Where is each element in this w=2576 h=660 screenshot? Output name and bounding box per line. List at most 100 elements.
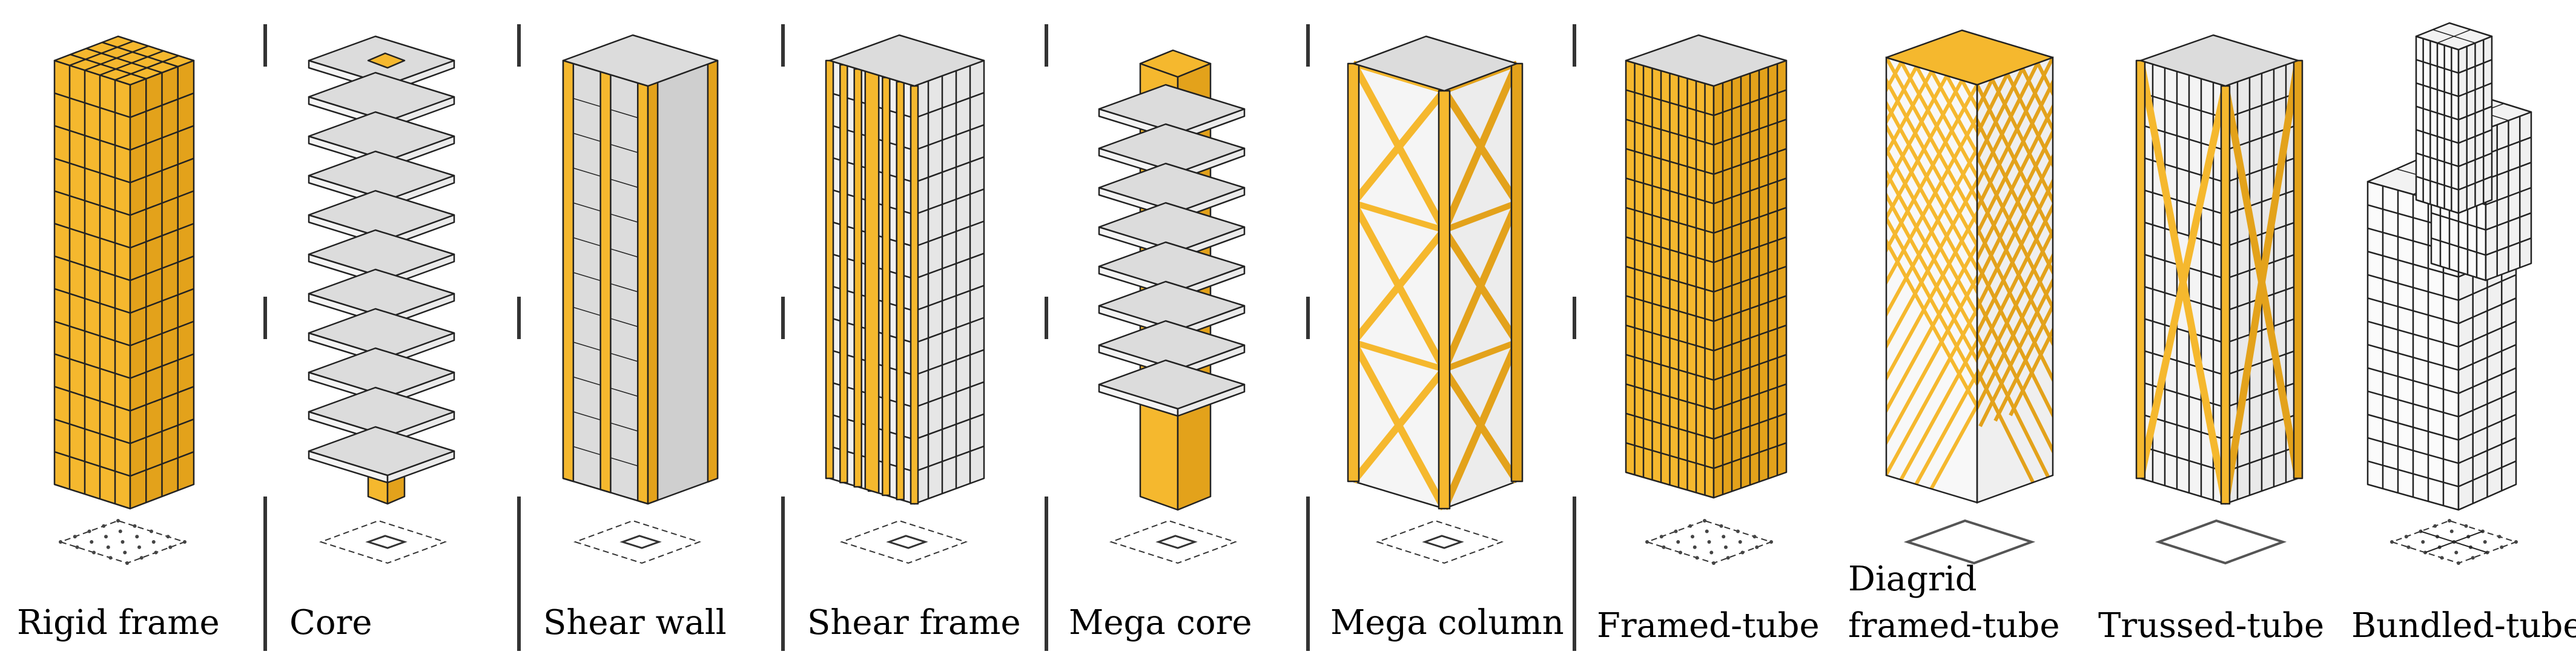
bundled-tube-right-face-beam (2458, 437, 2517, 464)
diagrid-member (1886, 84, 1977, 503)
plan-column-dot (123, 550, 127, 555)
mega-column-brace (1441, 340, 1521, 510)
framed-tube-right-face-beam (1713, 383, 1787, 411)
framed-tube-left-face-beam (1625, 442, 1714, 469)
plan-column-dot (1695, 556, 1699, 560)
rigid-frame-roof-grid (102, 41, 179, 68)
mega-column-brace (1441, 201, 1521, 371)
mega-core-floor-slab (1098, 162, 1246, 213)
plan-column-dot (2448, 519, 2451, 523)
mega-core-floor-slab (1098, 202, 1246, 252)
mega-core-floor-slab (1098, 359, 1246, 410)
shear-wall-panel (707, 59, 719, 483)
mega-column-corner (1438, 90, 1451, 510)
shear-frame-column (896, 81, 905, 501)
bundled-tube-left-face-beam (2367, 414, 2459, 441)
diagrid-member (1977, 111, 2053, 503)
plan-column-dot (1755, 545, 1759, 549)
diagrid-member (1993, 58, 2053, 422)
plan-column-dot (137, 545, 141, 549)
shear-wall-panel (562, 59, 575, 483)
plan-column-dot (1709, 550, 1714, 555)
framed-tube-left-face-beam (1625, 354, 1714, 381)
diagrid-member (1886, 107, 1977, 503)
framed-tube-right-face-beam (1713, 295, 1787, 322)
plan-core (1422, 535, 1464, 549)
framed-tube-right-face-beam (1713, 177, 1787, 205)
plan-column-dot (2464, 524, 2468, 528)
bundled-tube-left-face-beam (2367, 437, 2459, 464)
shear-frame-right-face-beam (914, 156, 985, 183)
shear-frame-column (825, 59, 834, 480)
rigid-frame-right-face-beam (130, 288, 194, 314)
diagrid-member (1977, 116, 2053, 503)
plan-column-dot (1679, 550, 1682, 555)
plan-column-dot (2454, 550, 2459, 555)
trussed-tube-right-face-beam (2225, 156, 2299, 183)
plan-column-dot (2457, 561, 2460, 565)
rigid-frame-right-face-beam (130, 125, 194, 151)
mega-column-belt (1443, 339, 1518, 372)
diagrid-member (1977, 58, 2053, 477)
bundled-tube-right-face-beam (2485, 186, 2532, 206)
plan-column-dot (92, 550, 96, 555)
framed-tube-right-face-beam (1713, 354, 1787, 381)
plan-column-dot (1688, 524, 1693, 528)
rigid-frame-roof-grid (70, 53, 147, 80)
plan-core-outline (365, 535, 408, 549)
framed-tube-right-face-beam (1713, 442, 1787, 469)
framed-tube-left-face-beam (1625, 148, 1714, 175)
plan-column-dot (2406, 545, 2411, 549)
diagrid-member (1886, 125, 1977, 503)
core-floor-slab (308, 150, 455, 201)
bundled-tube-right-face-beam (2458, 391, 2517, 418)
plan-column-dot (1659, 535, 1663, 539)
shear-frame-core-wall (864, 70, 880, 494)
plan-column-dot (102, 524, 106, 528)
bundled-tube-left-face-beam (2431, 237, 2486, 256)
plan-column-dot (135, 535, 139, 539)
plan-mega-core (1109, 520, 1238, 564)
rigid-frame-right-face-beam (130, 157, 194, 183)
trussed-tube-left-face-beam (2140, 91, 2226, 119)
trussed-tube-right-face-beam (2225, 220, 2299, 248)
plan-column-dot (2404, 535, 2408, 539)
rigid-frame-left-face-beam (54, 223, 131, 249)
framed-tube-right-face-beam (1713, 324, 1787, 352)
bundled-tube-roof-grid (2432, 29, 2475, 44)
bundled-tube-right-face-beam (2485, 212, 2532, 231)
plan-column-dot (1769, 540, 1773, 544)
floor-plans (58, 519, 2518, 565)
plan-shear-wall (573, 520, 702, 564)
plan-column-dot (2497, 535, 2502, 539)
bundled-tube-left-face-beam (2431, 212, 2486, 231)
shear-frame-right-face-beam (914, 381, 985, 408)
core-floor-slab (308, 347, 455, 398)
bundled-tube-left-face-beam (2416, 152, 2459, 168)
shear-frame-right-face-beam (914, 445, 985, 473)
trussed-tube-left-face-beam (2140, 156, 2226, 183)
bundled-tube-right-face-beam (2485, 237, 2532, 256)
diagrid-member (1977, 58, 2053, 438)
framed-tube-left-face-beam (1625, 265, 1714, 293)
plan-column-dot (151, 540, 156, 544)
rigid-frame-left-face-beam (54, 288, 131, 314)
diagrid-member (1886, 58, 1977, 472)
shear-frame-right-face-beam (914, 413, 985, 441)
shear-frame-right-face (913, 59, 985, 505)
mega-core-floor-slab (1098, 320, 1246, 371)
plan-core-outline (1422, 535, 1464, 549)
plan-column-dot (2500, 545, 2504, 549)
diagrid-member (1977, 58, 2053, 444)
diagrid-member (2006, 73, 2053, 493)
label-core: Core (289, 603, 372, 642)
mega-column-belt (1352, 200, 1445, 233)
diagrid-member (1900, 61, 1977, 481)
mega-column-brace (1350, 228, 1447, 345)
plan-core (887, 535, 928, 549)
diagrid-member (1886, 93, 1977, 503)
plan-perimeter (2155, 519, 2287, 565)
bundled-tube-left-face-beam (2367, 344, 2459, 371)
core-floor-slab (308, 268, 455, 319)
